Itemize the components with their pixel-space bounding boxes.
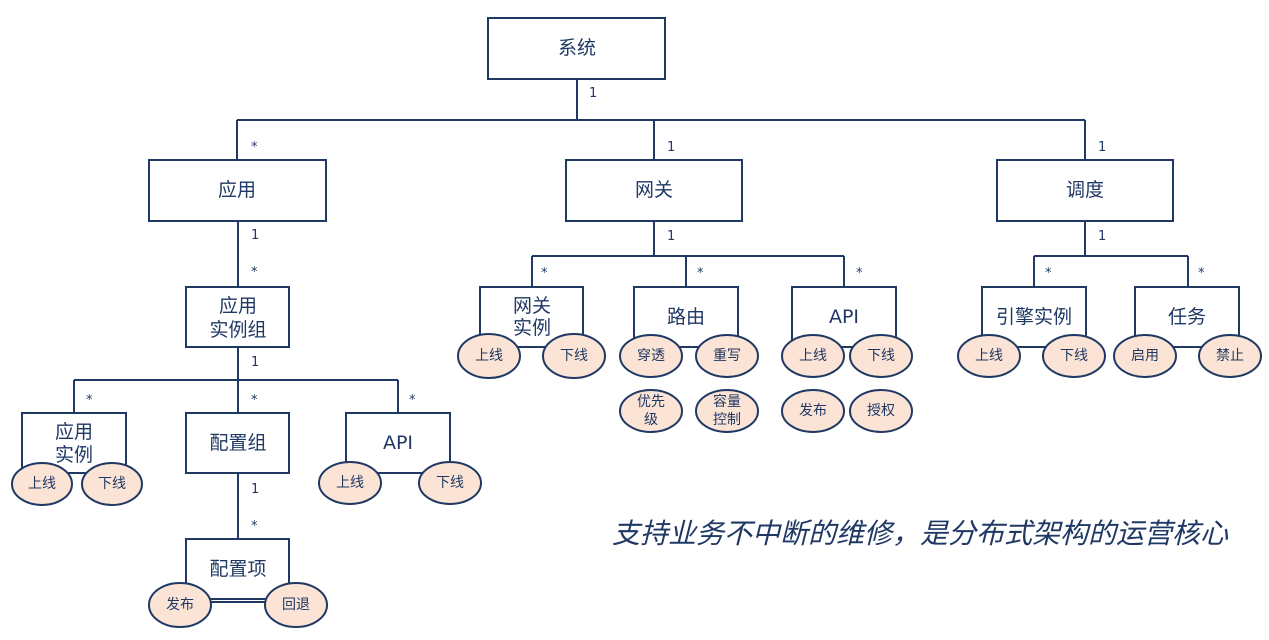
node-system[interactable]: 系统 xyxy=(487,17,666,80)
node-config-group-label: 配置组 xyxy=(209,432,266,454)
mult-app-many: * xyxy=(251,140,258,155)
action-label: 回退 xyxy=(282,597,310,613)
node-schedule[interactable]: 调度 xyxy=(996,159,1174,222)
action-gateway-api-online[interactable]: 上线 xyxy=(781,334,845,378)
action-label-2: 控制 xyxy=(713,412,741,428)
edge-gateway-children xyxy=(531,221,845,287)
action-label: 禁止 xyxy=(1216,348,1244,364)
mult-config-item-many: * xyxy=(251,519,258,534)
action-label: 下线 xyxy=(1060,348,1088,364)
action-label: 上线 xyxy=(475,348,503,364)
action-task-disable[interactable]: 禁止 xyxy=(1198,334,1262,378)
mult-app-one: 1 xyxy=(251,228,259,243)
action-label: 穿透 xyxy=(637,348,665,364)
action-config-item-rollback[interactable]: 回退 xyxy=(264,582,328,628)
mult-engine-instance-many: * xyxy=(1045,266,1052,281)
action-gateway-instance-online[interactable]: 上线 xyxy=(457,333,521,379)
action-config-item-publish[interactable]: 发布 xyxy=(148,582,212,628)
node-gateway-instance-label-2: 实例 xyxy=(513,317,551,339)
node-engine-instance-label: 引擎实例 xyxy=(996,306,1072,328)
mult-gateway-one: 1 xyxy=(667,140,675,155)
node-gateway-instance-label-1: 网关 xyxy=(513,295,551,317)
action-label: 发布 xyxy=(799,403,827,419)
action-app-instance-online[interactable]: 上线 xyxy=(11,462,73,506)
mult-config-group-many: * xyxy=(251,393,258,408)
node-app-instance-label-1: 应用 xyxy=(55,421,93,443)
action-label: 下线 xyxy=(560,348,588,364)
action-gateway-api-offline[interactable]: 下线 xyxy=(849,334,913,378)
node-gateway-api-label: API xyxy=(829,306,859,328)
node-app-api[interactable]: API xyxy=(345,412,451,474)
edge-system-bus xyxy=(236,79,1086,160)
node-config-item-label: 配置项 xyxy=(209,558,266,580)
mult-instance-group-one: 1 xyxy=(251,355,259,370)
action-label: 上线 xyxy=(336,475,364,491)
action-app-api-offline[interactable]: 下线 xyxy=(418,461,482,505)
action-route-rewrite[interactable]: 重写 xyxy=(695,334,759,378)
node-system-label: 系统 xyxy=(558,37,596,59)
action-route-capacity-control[interactable]: 容量 控制 xyxy=(695,389,759,433)
action-label: 下线 xyxy=(436,475,464,491)
connectors xyxy=(73,79,1189,603)
action-label: 上线 xyxy=(28,476,56,492)
action-label: 重写 xyxy=(713,348,741,364)
action-engine-instance-offline[interactable]: 下线 xyxy=(1042,334,1106,378)
action-app-api-online[interactable]: 上线 xyxy=(318,461,382,505)
mult-gateway-children-one: 1 xyxy=(667,229,675,244)
action-route-priority[interactable]: 优先 级 xyxy=(619,389,683,433)
action-label: 发布 xyxy=(166,597,194,613)
action-label: 授权 xyxy=(867,403,895,419)
node-app[interactable]: 应用 xyxy=(148,159,327,222)
mult-config-group-one: 1 xyxy=(251,482,259,497)
action-engine-instance-online[interactable]: 上线 xyxy=(957,334,1021,378)
action-gateway-instance-offline[interactable]: 下线 xyxy=(542,333,606,379)
action-app-instance-offline[interactable]: 下线 xyxy=(81,462,143,506)
node-schedule-label: 调度 xyxy=(1066,179,1104,201)
node-route-label: 路由 xyxy=(667,306,705,328)
node-app-label: 应用 xyxy=(218,179,256,201)
node-gateway-label: 网关 xyxy=(635,179,673,201)
mult-schedule-one: 1 xyxy=(1098,140,1106,155)
node-app-instance-group-label-1: 应用 xyxy=(219,295,257,317)
node-task-label: 任务 xyxy=(1168,306,1206,328)
node-gateway[interactable]: 网关 xyxy=(565,159,743,222)
edge-instance-group-children xyxy=(73,347,399,413)
action-gateway-api-authorize[interactable]: 授权 xyxy=(849,389,913,433)
edge-schedule-children xyxy=(1033,221,1189,287)
action-gateway-api-publish[interactable]: 发布 xyxy=(781,389,845,433)
action-label: 上线 xyxy=(975,348,1003,364)
mult-gateway-api-many: * xyxy=(856,266,863,281)
slogan-text: 支持业务不中断的维修，是分布式架构的运营核心 xyxy=(612,517,1229,550)
multiplicity-labels: 1 * 1 1 1 * 1 * * * 1 * 1 * * * 1 * * xyxy=(86,86,1205,534)
node-app-instance-label-2: 实例 xyxy=(55,444,93,466)
node-app-instance-group[interactable]: 应用 实例组 xyxy=(185,286,290,348)
node-app-instance-group-label-2: 实例组 xyxy=(209,319,266,341)
node-config-group[interactable]: 配置组 xyxy=(185,412,290,474)
node-app-api-label: API xyxy=(383,432,413,454)
action-label-1: 容量 xyxy=(713,393,741,410)
action-label-2: 级 xyxy=(644,412,658,428)
mult-app-instance-many: * xyxy=(86,393,93,408)
mult-schedule-children-one: 1 xyxy=(1098,229,1106,244)
action-label: 上线 xyxy=(799,348,827,364)
action-task-enable[interactable]: 启用 xyxy=(1113,334,1177,378)
action-route-passthrough[interactable]: 穿透 xyxy=(619,334,683,378)
action-label: 下线 xyxy=(98,476,126,492)
node-config-item[interactable]: 配置项 xyxy=(185,538,290,600)
mult-route-many: * xyxy=(697,266,704,281)
mult-app-api-many: * xyxy=(409,393,416,408)
action-label-1: 优先 xyxy=(637,394,665,410)
action-label: 下线 xyxy=(867,348,895,364)
action-label: 启用 xyxy=(1131,348,1159,364)
mult-gateway-instance-many: * xyxy=(541,266,548,281)
mult-instance-group-many: * xyxy=(251,265,258,280)
mult-system-one: 1 xyxy=(589,86,597,101)
mult-task-many: * xyxy=(1198,266,1205,281)
